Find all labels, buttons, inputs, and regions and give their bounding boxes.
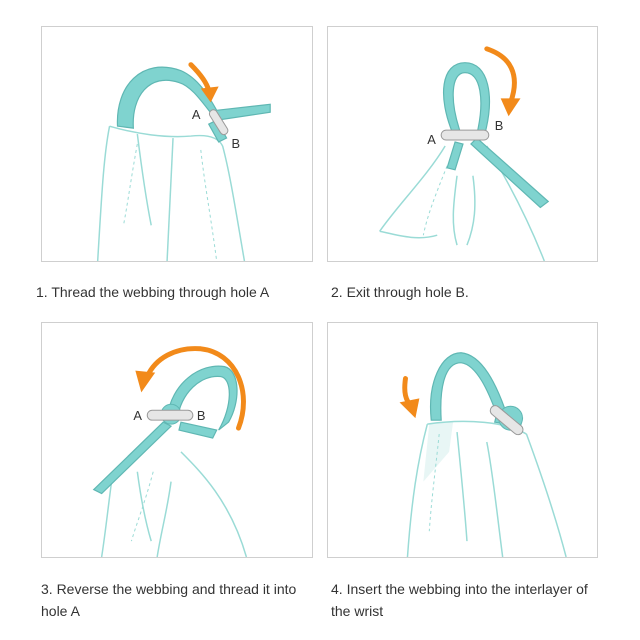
step-1-caption: 1. Thread the webbing through hole A — [36, 284, 270, 300]
hole-b-label: B — [197, 408, 206, 423]
sleeve-outline — [96, 125, 246, 261]
hole-a-label: A — [427, 132, 436, 147]
wrist-interlayer — [423, 422, 454, 482]
buckle — [489, 405, 524, 436]
webbing-strap — [166, 365, 238, 431]
direction-arrow — [484, 46, 521, 117]
webbing-strap — [116, 66, 271, 129]
hole-b-label: B — [495, 118, 504, 133]
step-4-illustration — [327, 322, 598, 558]
buckle — [146, 403, 194, 425]
step-1-illustration: A B — [41, 26, 313, 262]
sleeve-seam — [422, 165, 448, 236]
hole-a-label: A — [192, 107, 201, 122]
step-3-illustration: A B — [41, 322, 313, 558]
sleeve-outline — [379, 145, 545, 261]
step-2-illustration: A B — [327, 26, 598, 262]
step-2-caption: 2. Exit through hole B. — [331, 284, 469, 300]
direction-arrow — [135, 346, 246, 431]
sleeve-seam — [130, 471, 154, 542]
webbing-strap — [442, 62, 490, 135]
buckle — [208, 109, 229, 136]
step-3-caption: 3. Reverse the webbing and thread it int… — [41, 581, 297, 619]
direction-arrow — [188, 62, 219, 103]
direction-arrow — [399, 376, 420, 419]
step-4-caption: 4. Insert the webbing into the interlaye… — [331, 581, 588, 619]
hole-b-label: B — [232, 136, 241, 151]
sleeve-outline — [100, 451, 248, 557]
hole-a-label: A — [133, 408, 142, 423]
buckle — [440, 129, 490, 141]
